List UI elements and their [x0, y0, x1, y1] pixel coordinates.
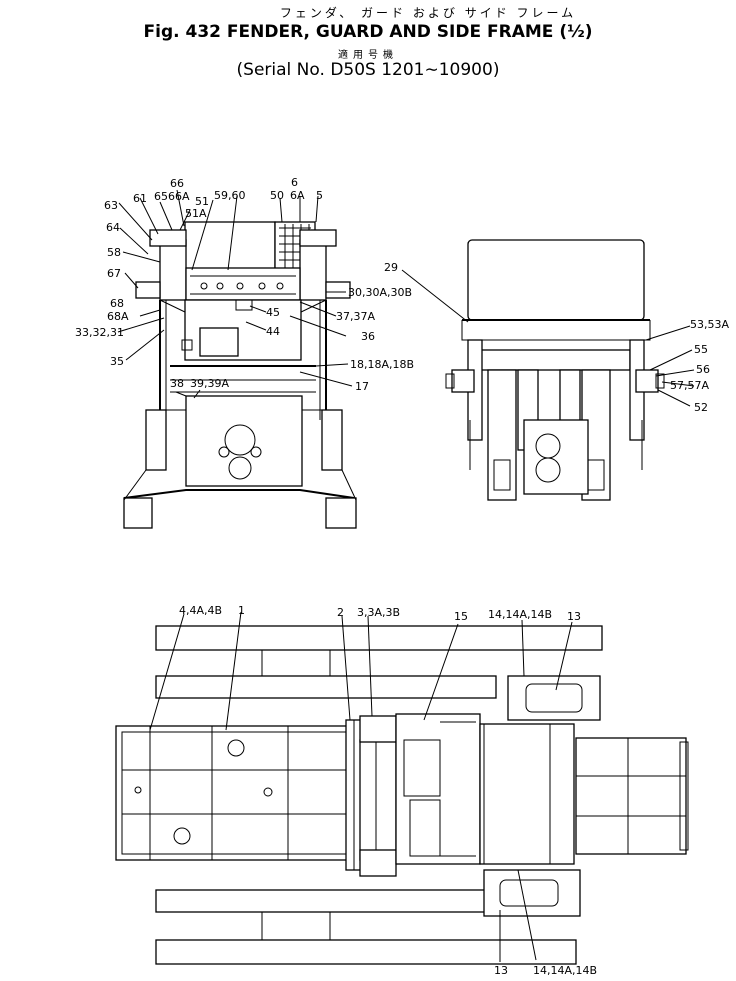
callout-17: 17: [355, 380, 369, 393]
callout-56: 56: [696, 363, 710, 376]
front-cross-plate: [185, 267, 301, 301]
title-japanese: フェンダ、 ガード および サイド フレーム: [279, 6, 577, 20]
callout-58: 58: [107, 246, 121, 259]
callout-29: 29: [384, 261, 398, 274]
rear-fender-14: [479, 723, 575, 865]
callout-61: 61: [133, 192, 147, 205]
callout-2: 2: [337, 606, 344, 619]
callout-37-37a: 37,37A: [336, 310, 375, 323]
callout-14-14a-14b-bottom: 14,14A,14B: [533, 964, 597, 977]
callout-6: 6: [291, 176, 298, 189]
callout-51a: 51A: [185, 207, 207, 220]
callout-3-3a-3b: 3,3A,3B: [357, 606, 400, 619]
callout-6a: 6A: [290, 189, 305, 202]
callout-30-30a-30b: 30,30A,30B: [348, 286, 412, 299]
applicable-models-japanese: 適用号機: [338, 50, 398, 61]
rear-hitch: [575, 737, 687, 855]
callout-4-4a-4b: 4,4A,4B: [179, 604, 222, 617]
callout-35: 35: [110, 355, 124, 368]
callout-13-top: 13: [567, 610, 581, 623]
callout-15: 15: [454, 610, 468, 623]
callout-55: 55: [694, 343, 708, 356]
engine-block: [185, 395, 303, 487]
top-guard: [184, 221, 276, 273]
leader-lines: [117, 189, 695, 962]
callout-53-53a: 53,53A: [690, 318, 729, 331]
fender-plate-1: [115, 725, 357, 861]
callout-1: 1: [238, 604, 245, 617]
floor-deck-15: [395, 713, 481, 865]
callout-33-32-31: 33,32,31: [75, 326, 124, 339]
front-view: [123, 221, 357, 529]
left-post: [159, 239, 187, 301]
callout-52: 52: [694, 401, 708, 414]
final-drive-case: [523, 419, 589, 495]
callout-5: 5: [316, 189, 323, 202]
callout-45: 45: [266, 306, 280, 319]
callout-18-18a-18b: 18,18A,18B: [350, 358, 414, 371]
callout-67: 67: [107, 267, 121, 280]
callout-59-60: 59,60: [214, 189, 246, 202]
rear-view: [445, 239, 665, 501]
callout-68a: 68A: [107, 310, 129, 323]
callout-66: 66: [170, 177, 184, 190]
callout-68: 68: [110, 297, 124, 310]
callout-38: 38: [170, 377, 184, 390]
right-post: [299, 239, 327, 301]
callout-36: 36: [361, 330, 375, 343]
upper-track-frame: [155, 625, 603, 651]
callout-63: 63: [104, 199, 118, 212]
callout-14-14a-14b-top: 14,14A,14B: [488, 608, 552, 621]
callout-6566a: 6566A: [154, 190, 190, 203]
rear-fender-top: [467, 239, 645, 321]
serial-range: (Serial No. D50S 1201∼10900): [236, 60, 500, 80]
callout-13-bottom: 13: [494, 964, 508, 977]
callout-51: 51: [195, 195, 209, 208]
callout-labels: 66 6566A 51 51A 59,60 50 6 6A 5 63 61 64…: [75, 176, 729, 977]
top-view: [115, 625, 689, 965]
callout-50: 50: [270, 189, 284, 202]
callout-64: 64: [106, 221, 120, 234]
callout-44: 44: [266, 325, 280, 338]
figure-title: Fig. 432 FENDER, GUARD AND SIDE FRAME (½…: [143, 22, 593, 42]
callout-39-39a: 39,39A: [190, 377, 229, 390]
lower-track-frame: [155, 939, 577, 965]
callout-57-57a: 57,57A: [670, 379, 709, 392]
